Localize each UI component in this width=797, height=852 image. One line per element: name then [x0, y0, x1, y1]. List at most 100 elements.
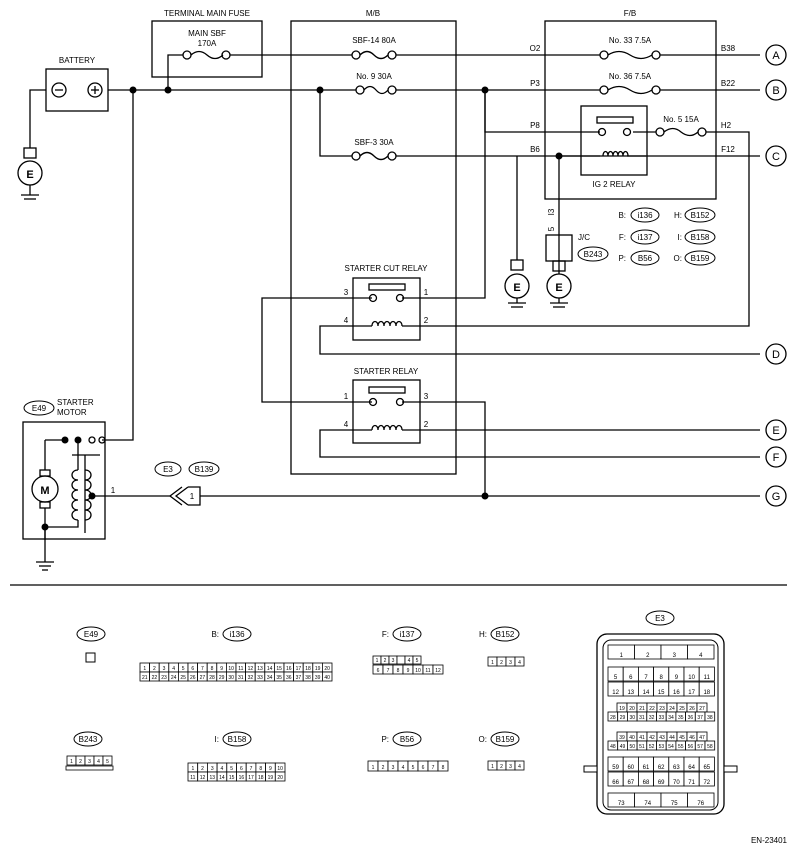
view-b158-bottom-pin: 15: [229, 775, 235, 781]
view-e3-row9-pin: 71: [688, 780, 695, 786]
view-e3-row9-pin: 70: [673, 780, 680, 786]
view-i136-top-pin: 4: [172, 666, 175, 672]
view-e3-row3-pin: 16: [673, 690, 680, 696]
view-i136-top-pin: 3: [163, 666, 166, 672]
legend-b-prefix: B:: [618, 211, 626, 220]
view-i136-bottom-pin: 31: [238, 675, 244, 681]
view-e3-row6-pin: 47: [699, 735, 705, 741]
view-i136-bottom-pin: 33: [257, 675, 263, 681]
legend-o-prefix: O:: [674, 254, 682, 263]
view-i136-label: B:i136: [211, 626, 252, 642]
no36-fuse: [599, 85, 661, 95]
view-b158-bottom-pin: 18: [258, 775, 264, 781]
starter-motor-label-1: STARTER: [57, 398, 94, 407]
mb-title: M/B: [366, 9, 380, 18]
view-b158-label-prefix: I:: [215, 735, 219, 744]
pin-b38: B38: [721, 44, 736, 53]
view-e3-row4-pin: 22: [649, 706, 655, 712]
view-e3-row7-pin: 51: [639, 744, 645, 750]
view-b152-label: H:B152: [479, 626, 520, 642]
boxes: [22, 20, 717, 540]
terminal-e: E: [765, 419, 787, 441]
view-e3-row3-pin: 12: [612, 690, 619, 696]
view-e3-row10-pin: 73: [618, 801, 625, 807]
view-i136-top-pin: 7: [201, 666, 204, 672]
view-e3-row2-pin: 10: [688, 675, 695, 681]
view-b158-bottom-pin: 11: [190, 775, 195, 781]
sr-pin-2: 2: [424, 420, 429, 429]
view-e3-row2-pin: 7: [644, 675, 648, 681]
view-b243-pins-pin: 1: [70, 759, 73, 765]
view-e3-row6-pin: 39: [619, 735, 625, 741]
view-i137-bottom-pin: 6: [377, 668, 380, 674]
view-e3-row8-pin: 63: [673, 765, 680, 771]
sbf14-label: SBF-14 80A: [352, 36, 396, 45]
ground-b6-label: E: [513, 282, 520, 294]
wires: [29, 54, 760, 497]
view-i136-bottom-pin: 38: [305, 675, 311, 681]
view-i136-bottom-pin: 36: [286, 675, 292, 681]
view-i136-top-pin: 15: [276, 666, 282, 672]
view-i136-label-code: i136: [229, 630, 245, 639]
view-i136-top-pin: 8: [211, 666, 214, 672]
ground-battery: [17, 147, 43, 200]
view-e3-row5-pin: 31: [639, 715, 645, 721]
starter-relay-title: STARTER RELAY: [354, 367, 419, 376]
main-sbf-rating: 170A: [198, 39, 217, 48]
main-sbf-fuse: [182, 50, 231, 60]
view-e3-row5-pin: 33: [659, 715, 665, 721]
view-b158-bottom-pin: 16: [239, 775, 245, 781]
view-e3-row2-pin: 8: [660, 675, 664, 681]
view-e3-row7-pin: 52: [649, 744, 655, 750]
view-b56-label-code: B56: [400, 735, 415, 744]
view-b243-lock: [65, 765, 114, 771]
view-e3-row1-pin: 4: [699, 653, 703, 659]
view-i136-bottom-pin: 26: [190, 675, 196, 681]
terminal-g-label: G: [772, 491, 781, 503]
view-b158-top-pin: 8: [259, 766, 262, 772]
terminal-b: B: [765, 79, 787, 101]
view-e3-body: [583, 633, 738, 815]
view-i137-bottom-pin: 11: [425, 668, 430, 674]
scr-pin-2: 2: [424, 316, 429, 325]
view-b243-label: B243: [73, 731, 103, 747]
ground-symbols: [17, 147, 572, 571]
ground-battery-label: E: [26, 169, 33, 181]
view-b152-pins-pin: 1: [491, 660, 494, 666]
ig2-relay-symbol: [596, 116, 634, 157]
view-e3-row4-pin: 19: [619, 706, 625, 712]
view-b158-top-pin: 9: [269, 766, 272, 772]
ig2-relay-title: IG 2 RELAY: [593, 180, 637, 189]
document-id: EN-23401: [751, 836, 788, 845]
view-i137-bottom-pin: 9: [407, 668, 410, 674]
view-i137-label: F:i137: [382, 626, 422, 642]
view-e49-label-code: E49: [84, 630, 99, 639]
view-e3-row7-pin: 56: [688, 744, 694, 750]
view-e3-row8-pin: 61: [643, 765, 650, 771]
view-i136-bottom-pin: 21: [142, 675, 148, 681]
view-e3-row7-pin: 54: [668, 744, 674, 750]
legend-i-prefix: I:: [678, 233, 682, 242]
view-i136-bottom-pin: 35: [276, 675, 282, 681]
view-b158-top-pin: 1: [191, 766, 194, 772]
view-i136-top-pin: 1: [143, 666, 146, 672]
view-i136-bottom-pin: 24: [171, 675, 177, 681]
legend-f-code: i137: [637, 233, 653, 242]
pin-p3: P3: [530, 79, 540, 88]
connector-labels: E49 E3 B139 B243: [23, 246, 609, 477]
legend-o-code: B159: [691, 254, 710, 263]
view-e3-row2-pin: 11: [704, 675, 711, 681]
view-b158-top-pin: 7: [250, 766, 253, 772]
view-e3-row1-pin: 2: [646, 653, 650, 659]
view-e3-row3-pin: 13: [627, 690, 634, 696]
view-e3-row7-pin: 48: [610, 744, 616, 750]
sr-pin-1: 1: [344, 392, 349, 401]
view-e3-row6-pin: 42: [649, 735, 655, 741]
view-e3-row5-pin: 29: [620, 715, 626, 721]
